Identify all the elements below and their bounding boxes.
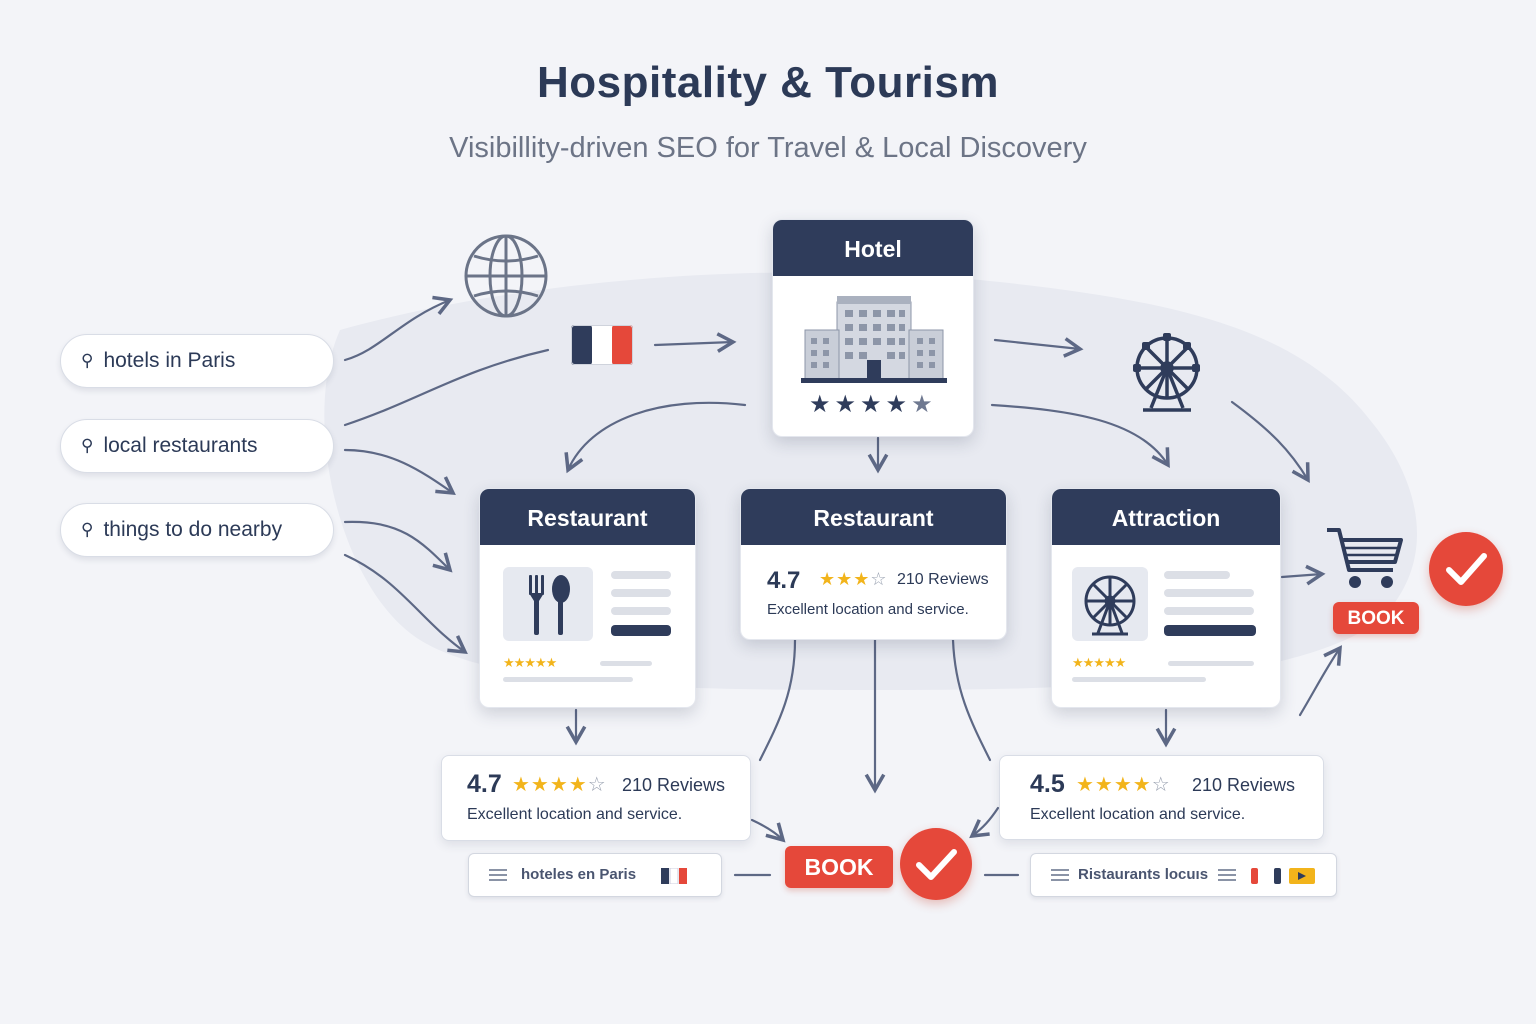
language-tag-label: hoteles en Paris — [521, 866, 637, 883]
search-query-label: local restaurants — [103, 434, 258, 457]
language-tag[interactable]: hoteles en Paris — [468, 853, 722, 897]
review-count: 210 Reviews — [622, 775, 726, 795]
language-tag[interactable]: Ristaurants locuıs — [1030, 853, 1337, 897]
france-flag-icon — [571, 325, 633, 365]
text-line-placeholder — [611, 607, 671, 615]
checkmark-icon — [1429, 532, 1503, 606]
card-title: Restaurant — [741, 489, 1006, 545]
text-line-placeholder — [503, 677, 633, 682]
review-count: 210 Reviews — [897, 571, 989, 588]
restaurant-card[interactable]: Restaurant ★★★★★ — [479, 488, 696, 708]
page-title: Hospitality & Tourism — [537, 58, 999, 107]
search-icon: ⚲ — [81, 351, 94, 370]
checkmark-icon — [900, 828, 972, 900]
hotel-card[interactable]: Hotel ★★★★★ — [772, 219, 974, 437]
card-title: Hotel — [773, 220, 973, 276]
review-card[interactable]: 4.7 ★★★★☆ 210 Reviews Excellent location… — [441, 755, 751, 841]
hotel-building-icon — [801, 296, 947, 383]
text-line-placeholder — [1072, 677, 1206, 682]
star-rating: ★★★☆ — [819, 569, 888, 589]
star-rating: ★★★★☆ — [1076, 774, 1171, 796]
text-line-placeholder — [611, 571, 671, 579]
fork-spoon-icon — [529, 575, 570, 635]
review-card[interactable]: 4.5 ★★★★☆ 210 Reviews Excellent location… — [999, 755, 1324, 840]
flag-icons — [1251, 868, 1315, 884]
review-text: Excellent location and service. — [767, 601, 969, 618]
text-line-placeholder — [1164, 607, 1254, 615]
ferris-wheel-icon — [1084, 575, 1136, 636]
text-line-placeholder — [611, 625, 671, 636]
language-tag-label: Ristaurants locuıs — [1078, 866, 1209, 883]
attraction-card[interactable]: Attraction ★★★★★ — [1051, 488, 1281, 708]
hotel-star-rating: ★★★★★ — [809, 391, 937, 418]
text-line-placeholder — [1164, 571, 1230, 579]
card-title: Restaurant — [480, 489, 695, 545]
search-icon: ⚲ — [81, 520, 94, 539]
france-flag-icon — [661, 868, 687, 884]
book-button[interactable]: BOOK — [785, 846, 893, 888]
search-icon: ⚲ — [81, 436, 94, 455]
mini-star-rating: ★★★★★ — [503, 655, 557, 670]
mini-star-rating: ★★★★★ — [1072, 655, 1126, 670]
globe-icon — [464, 234, 548, 318]
book-button[interactable]: BOOK — [1333, 602, 1419, 634]
text-line-placeholder — [611, 589, 671, 597]
image-tile — [503, 567, 593, 641]
ferris-wheel-icon — [1133, 333, 1200, 412]
list-icon — [1218, 869, 1236, 881]
rating-value: 4.5 — [1030, 770, 1065, 798]
text-line-placeholder — [600, 661, 652, 666]
shopping-cart-icon — [1327, 528, 1403, 588]
review-count: 210 Reviews — [1192, 775, 1296, 795]
search-query-pill[interactable]: ⚲ local restaurants — [60, 419, 334, 473]
star-rating: ★★★★☆ — [512, 774, 607, 796]
list-icon — [1051, 869, 1069, 881]
search-query-pill[interactable]: ⚲ things to do nearby — [60, 503, 334, 557]
text-line-placeholder — [1168, 661, 1254, 666]
rating-value: 4.7 — [767, 567, 801, 594]
text-line-placeholder — [1164, 589, 1254, 597]
card-title: Attraction — [1052, 489, 1280, 545]
text-line-placeholder — [1164, 625, 1256, 636]
review-text: Excellent location and service. — [467, 806, 683, 823]
review-text: Excellent location and service. — [1030, 806, 1246, 823]
search-query-pill[interactable]: ⚲ hotels in Paris — [60, 334, 334, 388]
search-query-label: things to do nearby — [103, 518, 283, 541]
image-tile — [1072, 567, 1148, 641]
rating-value: 4.7 — [467, 770, 502, 798]
restaurant-review-card[interactable]: Restaurant 4.7 ★★★☆ 210 Reviews Excellen… — [740, 488, 1007, 640]
search-query-label: hotels in Paris — [103, 349, 236, 372]
list-icon — [489, 869, 507, 881]
page-subtitle: Visibillity-driven SEO for Travel & Loca… — [449, 132, 1087, 164]
